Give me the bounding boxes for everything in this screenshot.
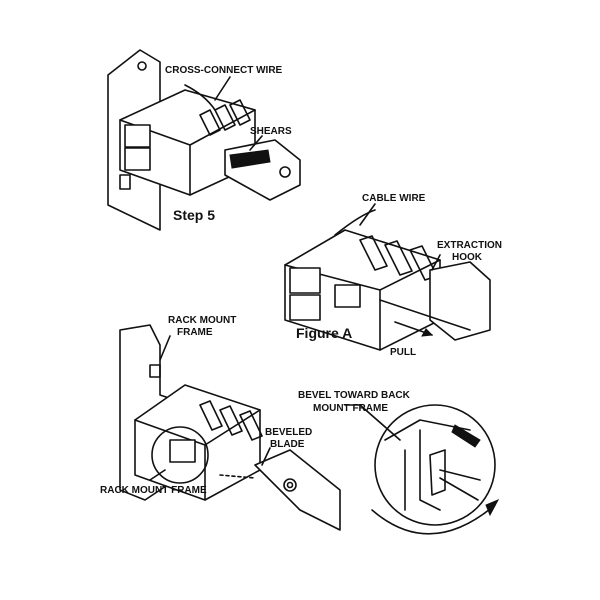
rack-mount-frame-label-1: RACK MOUNT bbox=[168, 315, 236, 326]
rotate-arrow bbox=[371, 504, 496, 535]
rack-mount-frame-label-2: FRAME bbox=[177, 327, 213, 338]
shears-label: SHEARS bbox=[250, 126, 292, 137]
extraction-hook-label-2: HOOK bbox=[452, 252, 483, 263]
figure-a-illustration: CABLE WIRE EXTRACTION HOOK Figure A PULL bbox=[284, 193, 502, 358]
extraction-tool bbox=[429, 261, 491, 341]
beveled-blade-label-2: BLADE bbox=[270, 439, 305, 450]
cross-connect-wire-label: CROSS-CONNECT WIRE bbox=[165, 65, 283, 76]
beveled-blade-tool bbox=[254, 449, 341, 531]
step5-caption: Step 5 bbox=[173, 207, 215, 223]
step5-illustration: CROSS-CONNECT WIRE SHEARS Step 5 bbox=[107, 49, 301, 231]
rack-mount-frame-bottom-label: RACK MOUNT FRAME bbox=[100, 485, 207, 496]
rack-mount-illustration: RACK MOUNT FRAME RACK MOUNT FRAME BEVELE… bbox=[100, 315, 341, 531]
figure-a-caption: Figure A bbox=[296, 325, 352, 341]
bevel-detail-illustration: BEVEL TOWARD BACK MOUNT FRAME bbox=[298, 390, 500, 535]
panel-hole bbox=[137, 61, 147, 71]
cable-wire-label: CABLE WIRE bbox=[362, 193, 426, 204]
extraction-hook-label-1: EXTRACTION bbox=[437, 240, 502, 251]
beveled-blade-label-1: BEVELED bbox=[265, 427, 312, 438]
bevel-toward-label-1: BEVEL TOWARD BACK bbox=[298, 390, 411, 401]
panel-slot bbox=[119, 174, 131, 190]
pull-label: PULL bbox=[390, 347, 416, 358]
bevel-toward-label-2: MOUNT FRAME bbox=[313, 403, 388, 414]
